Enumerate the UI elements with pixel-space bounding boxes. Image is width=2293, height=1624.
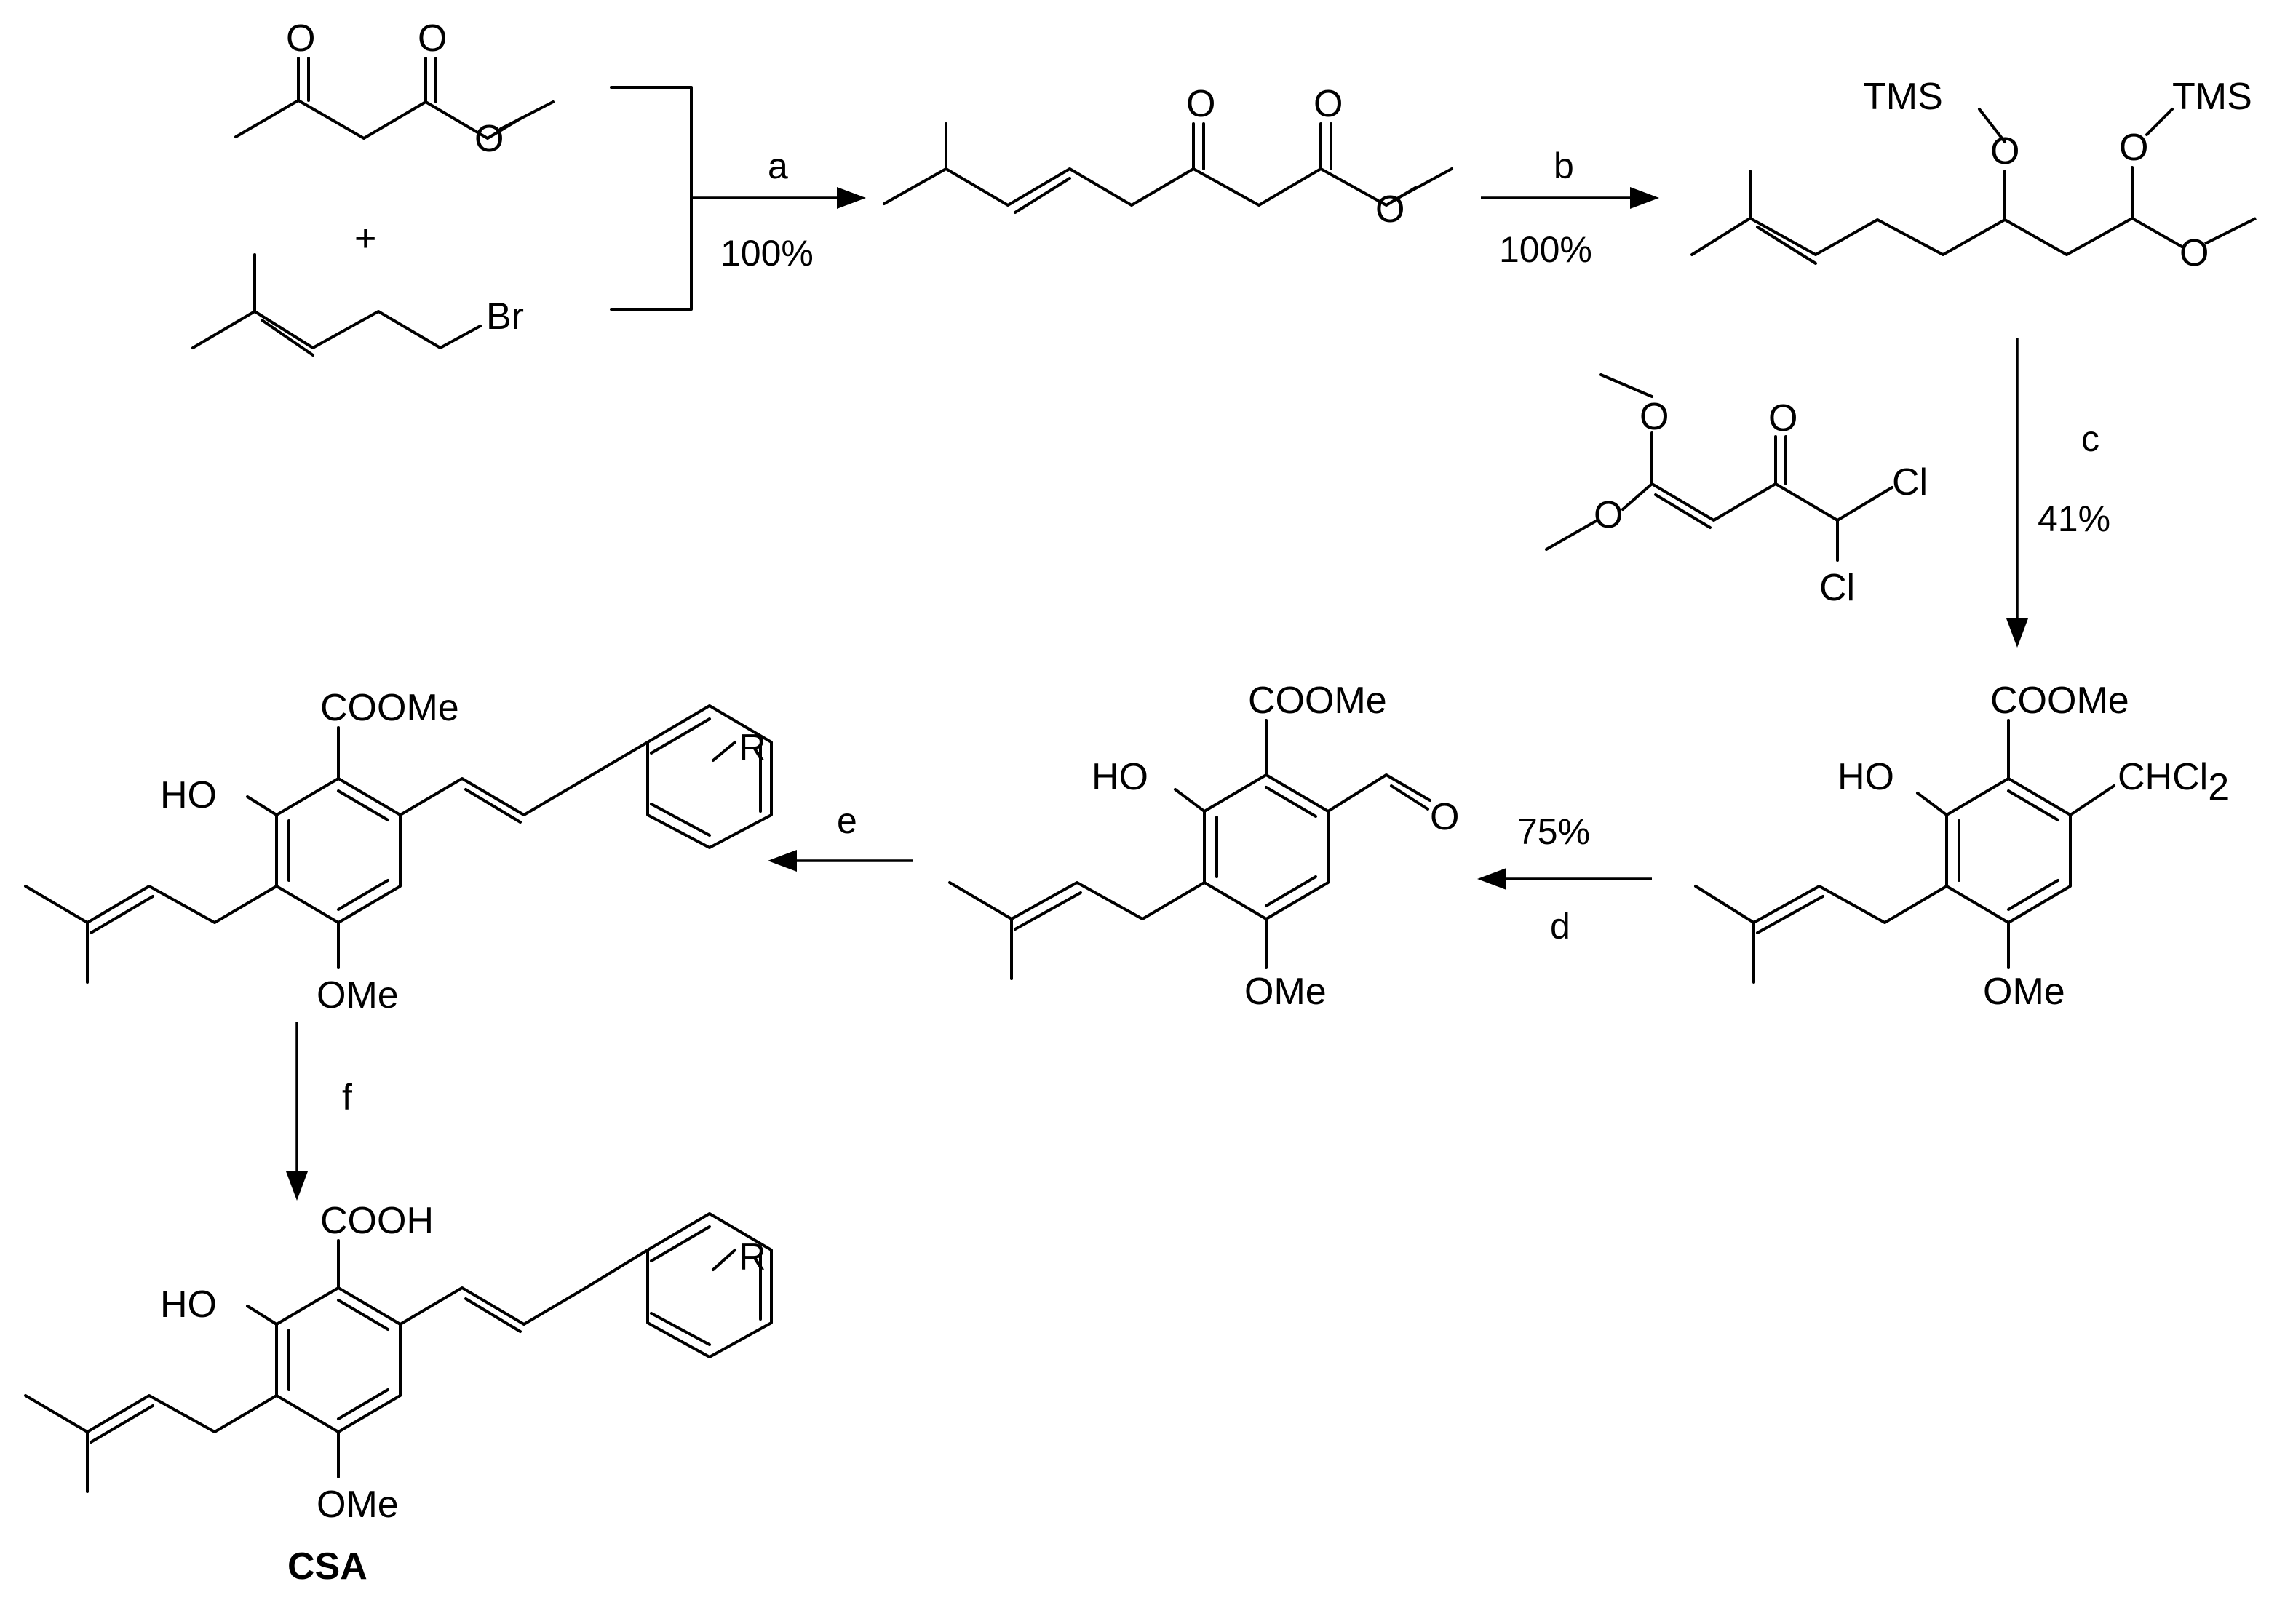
- stilbene-ester-coome-label: COOMe: [320, 687, 459, 729]
- arene1-chcl2-label: CHCl2: [2118, 756, 2229, 808]
- methyl-acetoacetate-bonds: [234, 57, 555, 140]
- arene2-ome-label: OMe: [1244, 971, 1327, 1013]
- reagent-bracket: [610, 86, 693, 311]
- dienone-methoxy-left-oxygen: O: [1594, 494, 1623, 536]
- csa-ome-label: OMe: [317, 1484, 399, 1526]
- csa-compound-name: CSA: [287, 1545, 367, 1588]
- arrow-e-head: [768, 850, 797, 872]
- plus-sign: +: [354, 218, 376, 260]
- silyl-left-oxygen: O: [1990, 130, 2019, 172]
- alkylated-ketoester-bonds: [883, 122, 1453, 214]
- dimethoxy-dienone-bonds: [1545, 373, 1893, 562]
- tms-left-label: TMS: [1863, 76, 1943, 118]
- silyl-methoxy-methyl-bond: [2204, 217, 2257, 245]
- step-c-label: c: [2081, 418, 2099, 459]
- dienone-methoxy-top-oxygen: O: [1640, 396, 1669, 438]
- step-d-label: d: [1550, 906, 1570, 947]
- aldehyde-arene-bonds: [948, 719, 1431, 980]
- dienone-ketone-oxygen: O: [1768, 397, 1797, 439]
- csa-cooh-label: COOH: [320, 1200, 434, 1242]
- step-a-yield: 100%: [720, 233, 814, 274]
- stilbene-ester-ome-label: OMe: [317, 974, 399, 1016]
- dienone-chlorine-right: Cl: [1892, 461, 1928, 503]
- arene1-coome-label: COOMe: [1990, 680, 2129, 722]
- homoprenyl-bromide-bonds: [191, 253, 482, 357]
- arrow-c-head: [2006, 618, 2028, 648]
- step-d-yield: 75%: [1517, 811, 1590, 852]
- arene1-ho-label: HO: [1837, 756, 1894, 798]
- stilbene-ester-ho-label: HO: [160, 774, 217, 816]
- arene2-coome-label: COOMe: [1248, 680, 1387, 722]
- silyl-intermediate-bonds: [1690, 108, 2185, 265]
- csa-bonds: [24, 1212, 773, 1493]
- arrow-b-head: [1630, 187, 1659, 209]
- step-c-yield: 41%: [2038, 498, 2110, 539]
- step-e-label: e: [837, 800, 857, 841]
- step-b-yield: 100%: [1499, 229, 1592, 270]
- ketoester-ketone-oxygen: O: [286, 17, 315, 60]
- stilbene-ester-bonds: [24, 704, 773, 984]
- step-b-label: b: [1554, 146, 1574, 186]
- step-f-label: f: [342, 1077, 352, 1118]
- intermediate1-ketone-oxygen: O: [1186, 83, 1215, 125]
- intermediate1-ether-oxygen: O: [1375, 188, 1404, 231]
- csa-ho-label: HO: [160, 1283, 217, 1326]
- stilbene-ester-r-label: R: [739, 727, 766, 769]
- arene2-ho-label: HO: [1092, 756, 1148, 798]
- dienone-chlorine-bottom: Cl: [1819, 567, 1855, 609]
- bromine-atom: Br: [486, 295, 524, 338]
- csa-r-label: R: [739, 1236, 766, 1278]
- arrow-f-head: [286, 1171, 308, 1201]
- arrow-a-head: [837, 187, 866, 209]
- step-a-label: a: [768, 146, 788, 186]
- arrow-d-head: [1477, 868, 1506, 890]
- intermediate1-carbonyl-oxygen: O: [1314, 83, 1343, 125]
- ketoester-carbonyl-oxygen: O: [418, 17, 447, 60]
- tms-right-label: TMS: [2172, 76, 2252, 118]
- silyl-right-oxygen: O: [2119, 127, 2148, 169]
- silyl-methoxy-oxygen: O: [2179, 232, 2209, 274]
- arene1-ome-label: OMe: [1983, 971, 2065, 1013]
- arene2-aldehyde-oxygen: O: [1430, 796, 1459, 838]
- dichloromethyl-arene-bonds: [1694, 719, 2115, 984]
- ketoester-ether-oxygen: O: [474, 118, 504, 160]
